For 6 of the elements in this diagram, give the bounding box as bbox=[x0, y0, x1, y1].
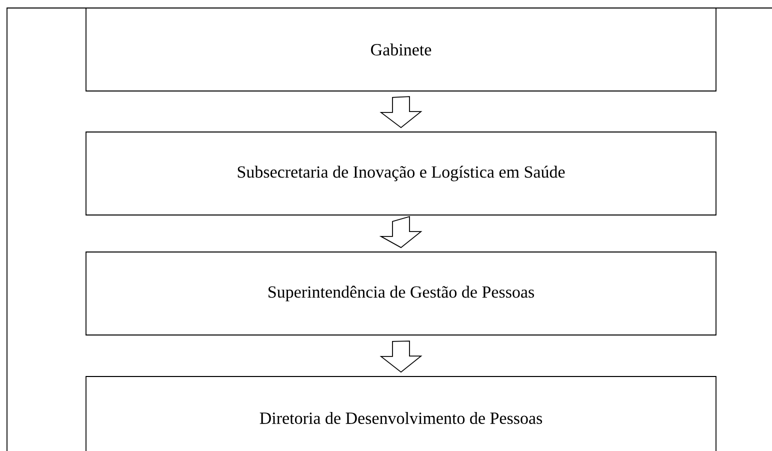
process-box: Diretoria de Desenvolvimento de Pessoas bbox=[86, 376, 716, 451]
block-arrow bbox=[380, 340, 422, 373]
process-box: Subsecretaria de Inovação e Logística em Saúde bbox=[86, 132, 716, 216]
process-box: Gabinete bbox=[86, 8, 716, 92]
block-arrow bbox=[380, 96, 422, 128]
process-box: Superintendência de Gestão de Pessoas bbox=[86, 252, 716, 336]
